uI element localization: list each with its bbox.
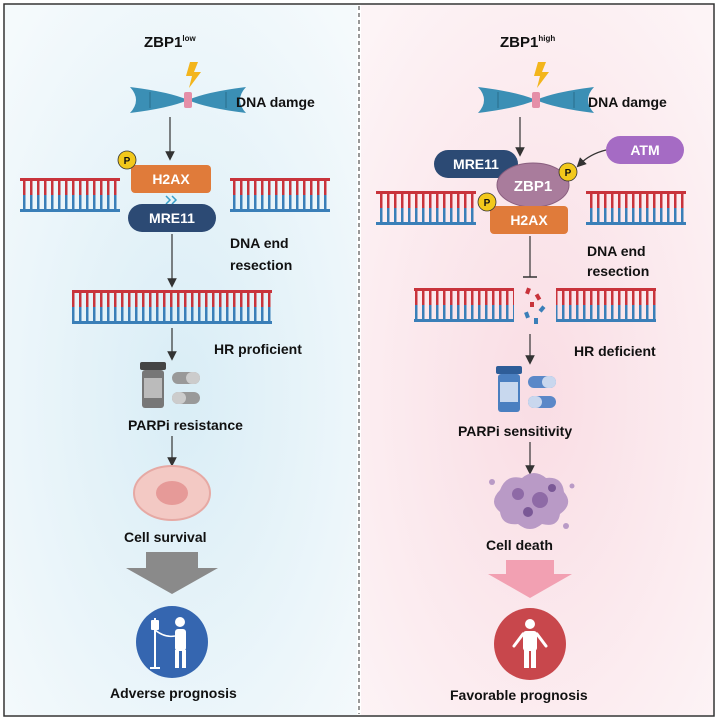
healthy-person-icon — [494, 608, 566, 680]
left-mre11-label: MRE11 — [149, 210, 195, 226]
right-dna-broken-left — [376, 191, 476, 225]
right-atm-box — [606, 136, 684, 164]
left-dna-broken-right — [230, 178, 330, 212]
right-prognosis: Favorable prognosis — [450, 687, 588, 703]
dna-fragments — [524, 287, 546, 324]
left-mre11-box — [128, 204, 216, 232]
right-title: ZBP1high — [500, 34, 555, 51]
left-parpi-label: PARPi resistance — [128, 417, 243, 433]
right-cell-outcome: Cell death — [486, 537, 553, 553]
right-dna-unrepaired-right — [556, 288, 656, 322]
right-parpi-label: PARPi sensitivity — [458, 423, 572, 439]
patient-iv-icon — [136, 606, 208, 678]
pill-bottle-icon — [140, 362, 166, 408]
dead-cell-icon — [489, 473, 575, 529]
right-h2ax-box — [490, 206, 568, 234]
capsule-icon-right — [528, 376, 556, 408]
left-h2ax-box — [131, 165, 211, 193]
left-resection-line2: resection — [230, 257, 292, 273]
left-phospho-icon — [117, 150, 137, 170]
left-phospho-label: P — [124, 156, 131, 167]
left-h2ax-label: H2AX — [152, 171, 190, 187]
right-hr-status: HR deficient — [574, 343, 656, 359]
right-atm-label: ATM — [630, 142, 659, 158]
capsule-icon — [172, 372, 200, 404]
left-dna-damage-label: DNA damge — [236, 94, 315, 110]
right-phospho-zbp1-icon — [558, 162, 578, 182]
right-mre11-label: MRE11 — [453, 156, 499, 172]
left-cell-outcome: Cell survival — [124, 529, 207, 545]
right-panel — [361, 5, 713, 715]
lightning-icon-right — [534, 62, 549, 88]
right-zbp1-label: ZBP1 — [514, 178, 552, 195]
chromosome-icon — [130, 87, 246, 113]
left-link-dash — [165, 195, 178, 205]
right-mre11-box — [434, 150, 518, 178]
right-resection-line1: DNA end — [587, 243, 646, 259]
right-big-down-arrow — [488, 560, 572, 598]
left-hr-status: HR proficient — [214, 341, 302, 357]
left-big-down-arrow — [126, 552, 218, 594]
left-title: ZBP1low — [144, 34, 196, 51]
chromosome-icon-right — [478, 87, 594, 113]
left-panel — [5, 5, 357, 715]
right-phospho-zbp1-label: P — [565, 168, 572, 179]
left-prognosis: Adverse prognosis — [110, 685, 237, 701]
right-phospho-h2ax-label: P — [484, 198, 491, 209]
right-h2ax-label: H2AX — [510, 212, 548, 228]
right-atm-arrow — [576, 149, 607, 168]
right-dna-damage-label: DNA damge — [588, 94, 667, 110]
left-dna-repaired — [72, 290, 272, 324]
left-resection-line1: DNA end — [230, 235, 289, 251]
lightning-icon — [186, 62, 201, 88]
pill-bottle-icon-right — [496, 366, 522, 412]
right-phospho-h2ax-icon — [477, 192, 497, 212]
right-dna-unrepaired-left — [414, 288, 514, 322]
left-dna-broken-left — [20, 178, 120, 212]
right-resection-line2: resection — [587, 263, 649, 279]
cell-icon — [133, 465, 211, 521]
right-dna-broken-right — [586, 191, 686, 225]
